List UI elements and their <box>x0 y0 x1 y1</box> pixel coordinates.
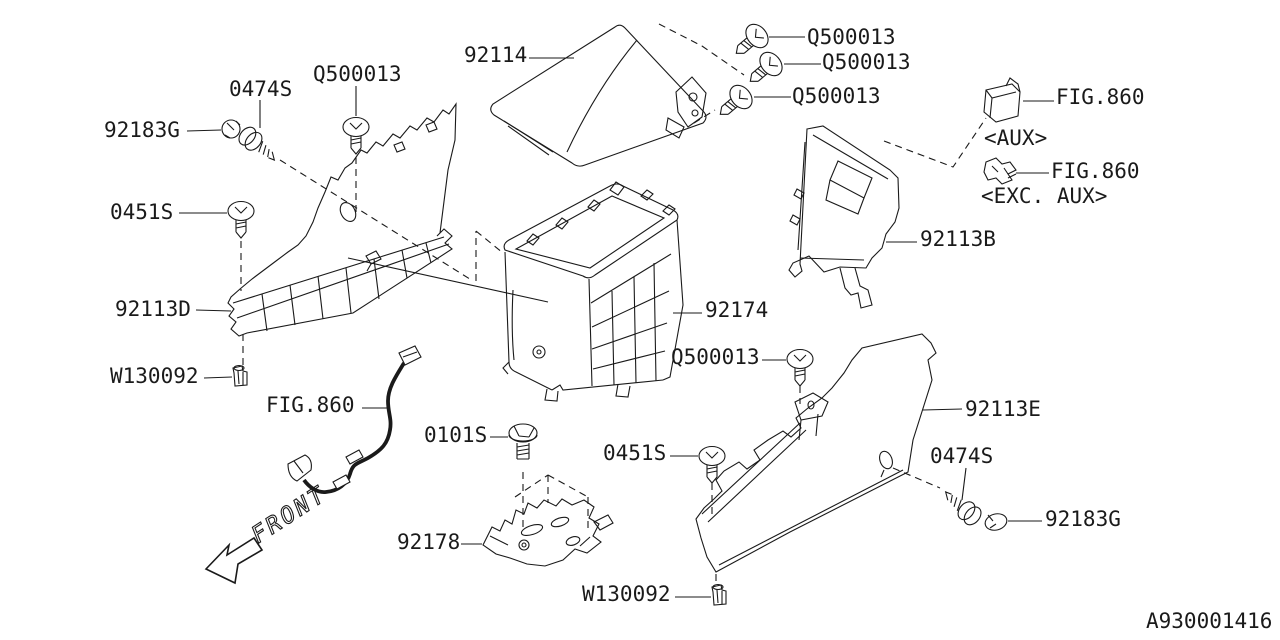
aux-connector-drawing <box>983 77 1021 123</box>
console-box-92174-drawing <box>502 181 684 402</box>
label-92183g-right[interactable]: 92183G <box>1045 507 1121 531</box>
clip-w130092-left <box>232 364 248 387</box>
screw-q500013-right-3 <box>711 80 758 125</box>
screw-0474s-bottom <box>938 484 985 529</box>
label-exc-aux-note: <EXC. AUX> <box>981 184 1108 208</box>
label-q500013-right-1[interactable]: Q500013 <box>807 25 896 49</box>
dashed-alignment-lines <box>240 23 987 586</box>
label-w130092-bottom[interactable]: W130092 <box>582 582 671 606</box>
clip-w130092-bottom <box>711 583 727 606</box>
label-q500013-right-3[interactable]: Q500013 <box>792 84 881 108</box>
drawing-number: A930001416 <box>1146 609 1273 633</box>
label-q500013-right-2[interactable]: Q500013 <box>822 50 911 74</box>
label-0451s-left[interactable]: 0451S <box>110 200 174 224</box>
label-fig860-harness[interactable]: FIG.860 <box>266 393 355 417</box>
label-92183g-left[interactable]: 92183G <box>104 118 180 142</box>
label-92113e[interactable]: 92113E <box>965 397 1041 421</box>
label-0474s-top[interactable]: 0474S <box>229 77 293 101</box>
exc-aux-connector-drawing <box>983 157 1017 185</box>
screw-0451s-bottom <box>698 445 726 484</box>
clip-92183g-right-drawing <box>984 513 1008 531</box>
front-direction-arrow-icon <box>204 536 264 585</box>
label-fig860-aux[interactable]: FIG.860 <box>1056 85 1145 109</box>
label-q500013-bottom[interactable]: Q500013 <box>671 345 760 369</box>
label-aux-note: <AUX> <box>984 126 1048 150</box>
screw-0451s-left <box>227 200 255 239</box>
label-fig860-exc-aux[interactable]: FIG.860 <box>1051 159 1140 183</box>
label-0451s-bottom[interactable]: 0451S <box>603 441 667 465</box>
screw-q500013-right-1 <box>727 19 774 64</box>
label-q500013-top-left[interactable]: Q500013 <box>313 62 402 86</box>
screw-q500013-right-2 <box>741 47 788 92</box>
harness-fig860-drawing <box>287 345 422 494</box>
label-w130092-left[interactable]: W130092 <box>110 364 199 388</box>
panel-92113d-drawing <box>227 102 549 337</box>
screw-0474s-top <box>235 123 282 168</box>
clip-92183g-left-drawing <box>221 119 241 139</box>
bolt-0101s-drawing <box>508 423 538 460</box>
leader-lines <box>179 36 1054 598</box>
screw-q500013-bottom <box>786 348 814 387</box>
panel-92113b-drawing <box>788 125 900 309</box>
screw-q500013-top-left <box>342 116 370 155</box>
label-92178[interactable]: 92178 <box>397 530 461 554</box>
label-92113b[interactable]: 92113B <box>920 227 996 251</box>
lid-92114-drawing <box>490 24 707 167</box>
label-92113d[interactable]: 92113D <box>115 297 191 321</box>
label-0101s[interactable]: 0101S <box>424 423 488 447</box>
label-92174[interactable]: 92174 <box>705 298 769 322</box>
label-0474s-bottom[interactable]: 0474S <box>930 444 994 468</box>
bracket-92178-drawing <box>482 498 614 567</box>
panel-92113e-drawing <box>695 333 937 573</box>
label-92114[interactable]: 92114 <box>464 43 528 67</box>
